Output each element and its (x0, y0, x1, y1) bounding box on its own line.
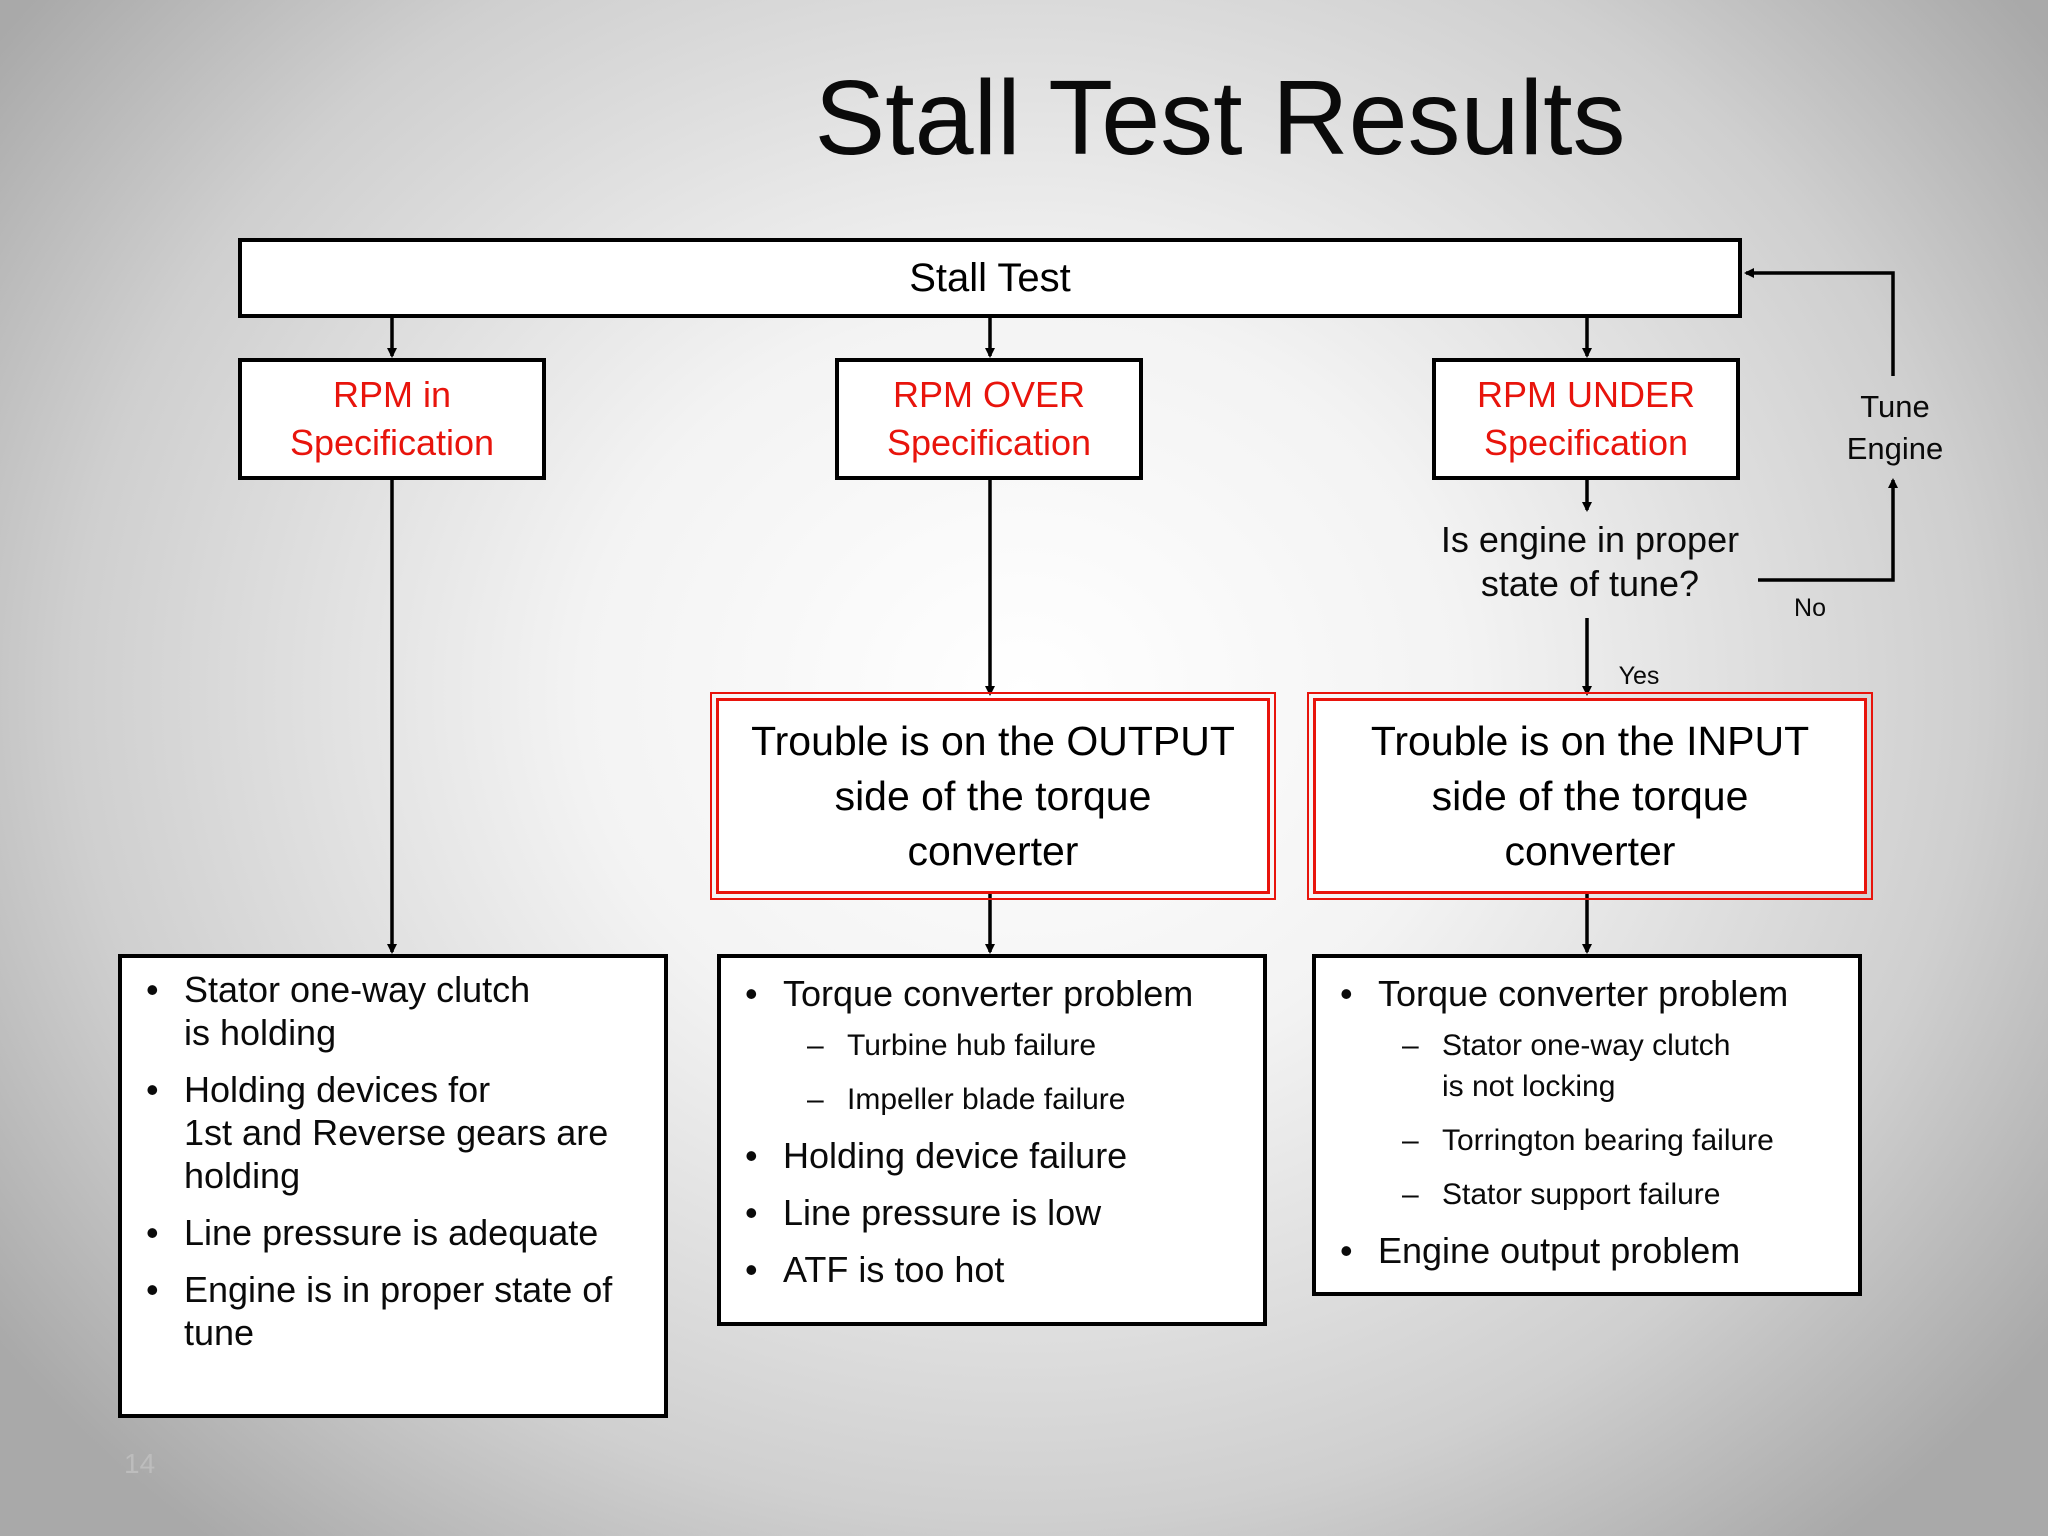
trouble-input-box: Trouble is on the INPUT side of the torq… (1307, 692, 1873, 900)
slide-number: 14 (124, 1448, 156, 1479)
rpm-over-spec-box: RPM OVER Specification (835, 358, 1143, 480)
rpm-over-line2: Specification (886, 422, 1092, 463)
list-item: Torque converter problem Stator one-way … (1336, 972, 1838, 1215)
rpm-in-spec-box: RPM in Specification (238, 358, 546, 480)
stall-test-box: Stall Test (238, 238, 1742, 318)
list-item-line: tune (184, 1312, 255, 1353)
sub-list-item: Impeller blade failure (783, 1079, 1243, 1120)
list-item: Stator one-way clutch is holding (142, 968, 644, 1054)
tune-engine-label: Tune Engine (1820, 386, 1970, 470)
tune-question-line1: Is engine in proper (1440, 519, 1740, 560)
results-over-spec-list: Torque converter problem Turbine hub fai… (741, 972, 1243, 1291)
results-under-spec-box: Torque converter problem Stator one-way … (1312, 954, 1862, 1296)
list-item-line: Torque converter problem (783, 973, 1194, 1014)
list-item-line: is holding (184, 1012, 337, 1053)
stall-test-label: Stall Test (909, 255, 1071, 300)
arrow-question-no-to-tune (1758, 478, 1898, 582)
list-item-line: Holding devices for (184, 1069, 491, 1110)
tune-question-line2: state of tune? (1480, 563, 1700, 604)
list-item-line: Torque converter problem (1378, 973, 1789, 1014)
list-item: ATF is too hot (741, 1248, 1243, 1291)
list-item-line: Engine is in proper state of (184, 1269, 613, 1310)
trouble-output-line2: side of the torque (834, 772, 1152, 819)
list-item: Line pressure is adequate (142, 1211, 644, 1254)
list-item: Engine output problem (1336, 1229, 1838, 1272)
trouble-input-line1: Trouble is on the INPUT (1370, 717, 1810, 764)
tune-engine-line2: Engine (1846, 431, 1944, 466)
list-item-line: holding (184, 1155, 301, 1196)
list-item: Engine is in proper state of tune (142, 1268, 644, 1354)
slide-title: Stall Test Results (814, 59, 1626, 177)
trouble-output-box: Trouble is on the OUTPUT side of the tor… (710, 692, 1276, 900)
trouble-input-line3: converter (1504, 827, 1676, 874)
branch-label-yes: Yes (1618, 662, 1660, 690)
rpm-in-line2: Specification (289, 422, 495, 463)
list-item: Holding device failure (741, 1134, 1243, 1177)
sub-list-item: Stator one-way clutch is not locking (1378, 1025, 1838, 1107)
results-in-spec-box: Stator one-way clutch is holding Holding… (118, 954, 668, 1418)
rpm-over-line1: RPM OVER (892, 374, 1086, 415)
sub-list: Turbine hub failure Impeller blade failu… (783, 1025, 1243, 1120)
list-item: Holding devices for 1st and Reverse gear… (142, 1068, 644, 1197)
sub-list-item: Turbine hub failure (783, 1025, 1243, 1066)
sub-list: Stator one-way clutch is not locking Tor… (1378, 1025, 1838, 1215)
results-in-spec-list: Stator one-way clutch is holding Holding… (142, 968, 644, 1354)
trouble-input-line2: side of the torque (1431, 772, 1749, 819)
list-item: Line pressure is low (741, 1191, 1243, 1234)
tune-engine-line1: Tune (1860, 389, 1930, 424)
sub-list-line: is not locking (1442, 1070, 1616, 1103)
branch-label-no: No (1794, 594, 1826, 622)
list-item: Torque converter problem Turbine hub fai… (741, 972, 1243, 1120)
rpm-in-line1: RPM in (332, 374, 452, 415)
results-under-spec-list: Torque converter problem Stator one-way … (1336, 972, 1838, 1272)
rpm-under-line2: Specification (1483, 422, 1689, 463)
arrow-tune-to-stall-test (1744, 268, 1895, 376)
sub-list-item: Stator support failure (1378, 1174, 1838, 1215)
results-over-spec-box: Torque converter problem Turbine hub fai… (717, 954, 1267, 1326)
rpm-under-spec-box: RPM UNDER Specification (1432, 358, 1740, 480)
sub-list-line: Stator one-way clutch (1442, 1029, 1731, 1062)
list-item-line: Stator one-way clutch (184, 969, 531, 1010)
tune-question: Is engine in proper state of tune? (1380, 518, 1800, 606)
sub-list-item: Torrington bearing failure (1378, 1120, 1838, 1161)
trouble-output-line1: Trouble is on the OUTPUT (751, 717, 1235, 764)
list-item-line: 1st and Reverse gears are (184, 1112, 609, 1153)
rpm-under-line1: RPM UNDER (1476, 374, 1695, 415)
trouble-output-line3: converter (907, 827, 1079, 874)
list-item-line: Line pressure is adequate (184, 1212, 599, 1253)
